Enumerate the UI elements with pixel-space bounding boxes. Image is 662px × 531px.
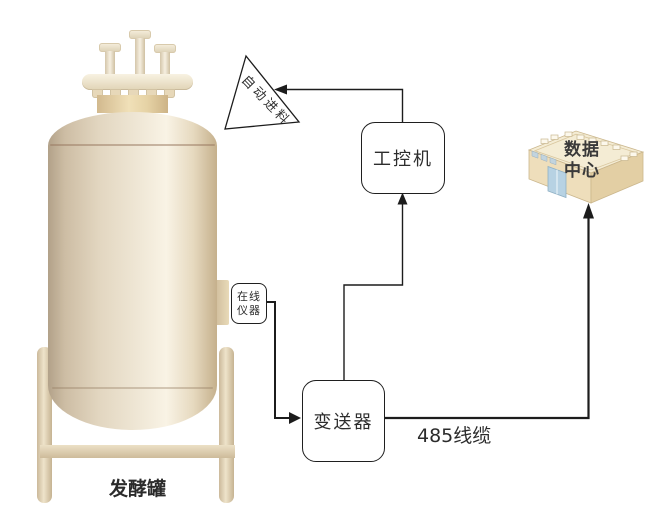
arrowhead-feed — [274, 84, 287, 95]
tank-nozzle-left — [105, 51, 115, 76]
arrowhead-datacenter — [583, 203, 594, 219]
tank-nozzle-right — [160, 52, 170, 76]
online-instrument-label-line2: 仪器 — [237, 303, 261, 317]
tank-stand-crossbar — [40, 445, 235, 458]
tank-sensor-port — [214, 280, 229, 325]
edge-transmitter-to-ipc — [343, 198, 404, 380]
tank-nozzle-cap-center — [129, 30, 151, 39]
roof-vent — [629, 151, 638, 157]
roof-vent — [564, 131, 573, 137]
tank-seam-top — [50, 144, 215, 146]
tank-seam-bottom — [52, 387, 213, 389]
fermenter-label: 发酵罐 — [108, 478, 166, 500]
edge-ipc-to-feed — [286, 88, 404, 122]
fermenter-tank — [48, 112, 217, 430]
flange-bolt — [92, 89, 103, 98]
arrowhead-transmitter — [289, 412, 301, 424]
data-center-label-line2: 中心 — [564, 160, 600, 181]
industrial-pc-label: 工控机 — [373, 149, 433, 170]
edge-instrument-to-transmitter — [265, 301, 294, 419]
node-industrial-pc: 工控机 — [361, 122, 445, 194]
building-window — [531, 150, 539, 159]
flange-bolt — [128, 89, 139, 98]
roof-vent — [576, 134, 585, 140]
roof-vent — [550, 134, 559, 140]
tank-flange — [82, 74, 193, 90]
data-center-label: 数据 中心 — [547, 140, 617, 181]
node-transmitter: 变送器 — [302, 380, 385, 462]
feed-funnel-label: 自动进料 — [238, 72, 294, 130]
roof-vent — [620, 155, 629, 161]
cable-label: 485线缆 — [417, 425, 492, 447]
tank-neck — [97, 95, 168, 113]
transmitter-label: 变送器 — [313, 412, 374, 433]
tank-leg-right — [219, 347, 234, 503]
flange-bolt — [164, 89, 175, 98]
online-instrument-label-line1: 在线 — [237, 290, 261, 303]
tank-nozzle-cap-left — [99, 43, 121, 52]
flange-bolt — [146, 89, 157, 98]
data-center-label-line1: 数据 — [564, 140, 600, 160]
arrowhead-ipc — [397, 192, 408, 205]
flange-bolt — [110, 89, 121, 98]
tank-nozzle-cap-right — [154, 44, 176, 53]
edge-transmitter-to-datacenter — [383, 212, 590, 420]
tank-nozzle-center — [135, 38, 145, 76]
node-online-instrument: 在线 仪器 — [231, 283, 267, 324]
